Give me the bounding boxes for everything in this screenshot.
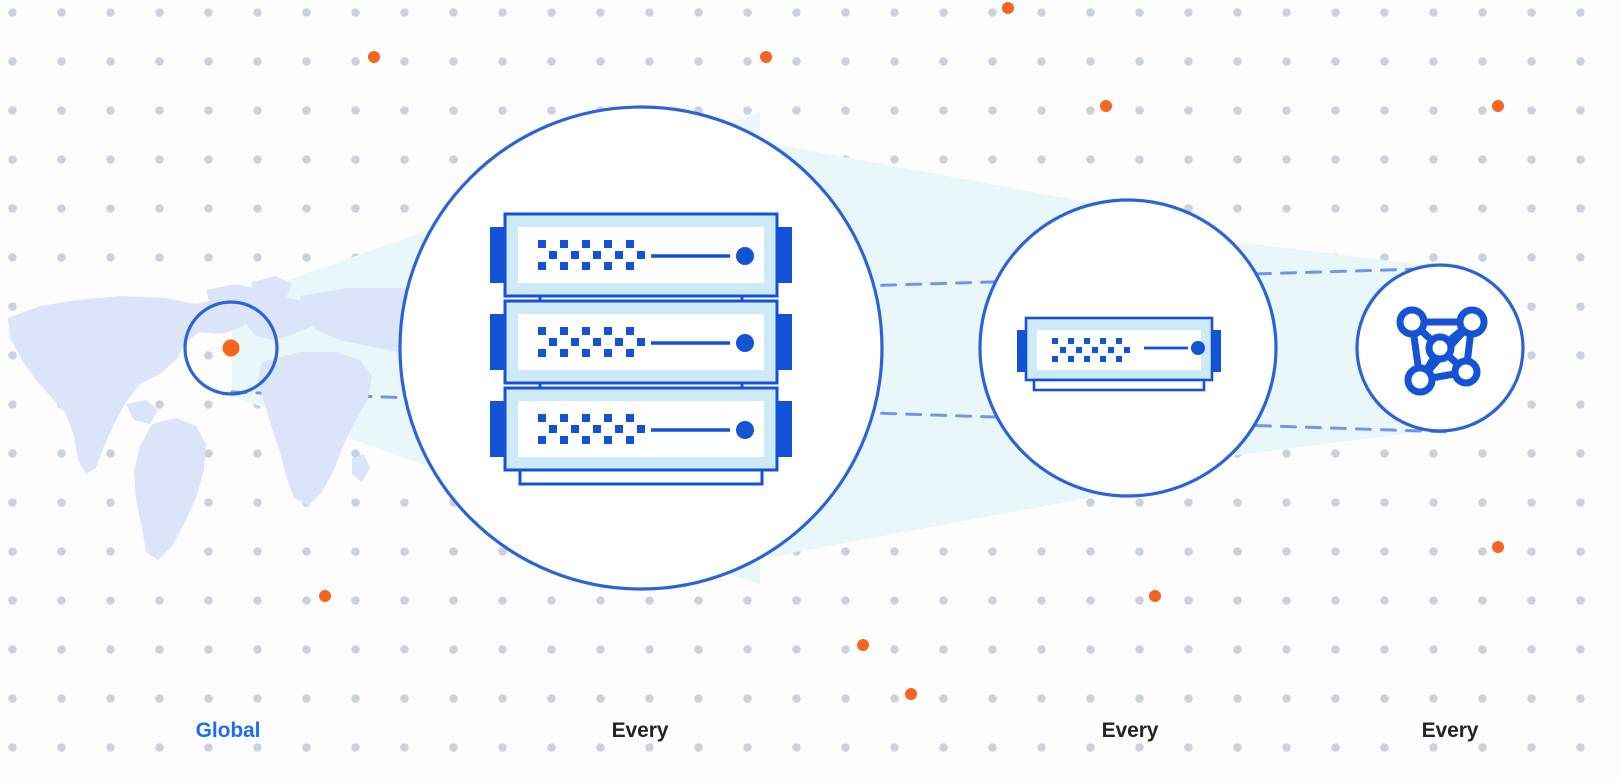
caption-every-server: Every server [1030,668,1230,782]
rack-base-plate [518,468,764,486]
server-rack-unit-3[interactable] [490,386,792,472]
server-vent-grid [1052,338,1130,362]
rack-status-led-1 [736,247,754,265]
rack-status-led-3 [736,421,754,439]
caption-every-data-center-line1: Every [611,719,669,742]
dot-grid-accent-dots [319,2,1504,700]
caption-every-service-line1: Every [1421,719,1479,742]
rack-status-led-2 [736,334,754,352]
server-base-plate [1032,378,1206,392]
server-rack-unit-1[interactable] [490,212,792,298]
stage-every-data-center[interactable] [398,105,884,591]
server-status-led [1191,341,1205,355]
rack-vent-grid-2 [538,327,645,357]
single-server-unit[interactable] [1017,316,1221,392]
caption-global-network-line1: Global [195,719,261,742]
rack-rails [538,296,744,388]
map-location-marker-icon[interactable] [222,339,240,357]
node-graph-nodes [1396,306,1488,396]
caption-global-network: Global network [128,668,328,782]
rack-vent-grid-1 [538,240,645,270]
rack-vent-grid-3 [538,414,645,444]
caption-every-data-center: Every data center [540,668,740,782]
stage-every-server[interactable] [978,198,1278,498]
server-rack-unit-2[interactable] [490,299,792,385]
caption-every-server-line1: Every [1101,719,1159,742]
caption-every-service: Every service [1350,668,1550,782]
node-graph-mesh-icon[interactable] [1396,306,1488,396]
map-highlight-circle[interactable] [183,300,279,396]
stage-every-service[interactable] [1355,263,1525,433]
